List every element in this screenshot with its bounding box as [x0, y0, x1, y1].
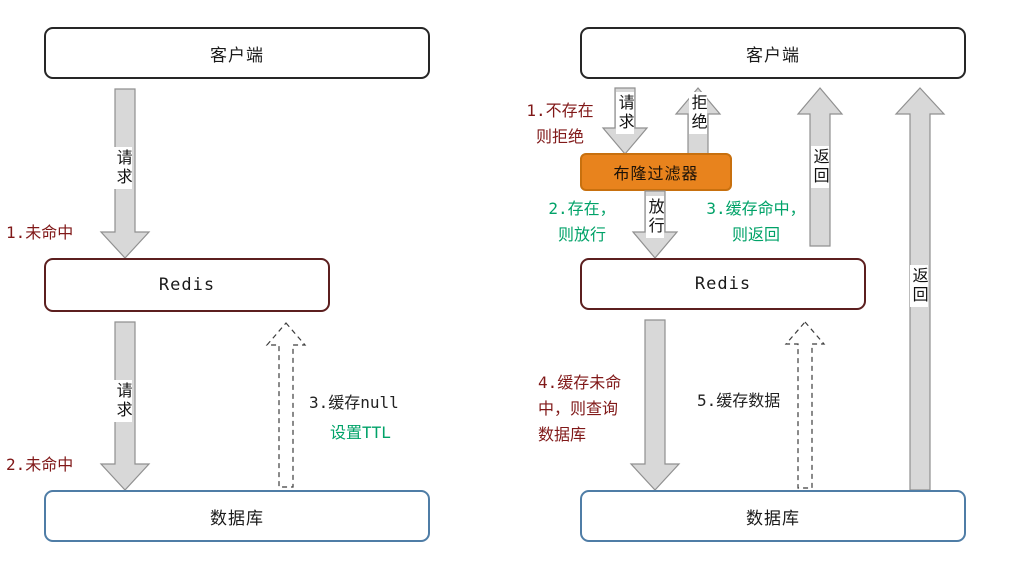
left-cache-null-dashed-arrow	[265, 322, 307, 488]
right-return-from-redis-label: 返回	[810, 146, 830, 188]
left-request-label-1: 请求	[113, 147, 133, 189]
left-redis-node: Redis	[44, 258, 330, 312]
right-step3-cache-hit-label: 3.缓存命中， 则返回	[706, 199, 806, 244]
right-step1-not-exist-label: 1.不存在 则拒绝	[526, 101, 594, 146]
right-step5-cache-data-label: 5.缓存数据	[697, 391, 781, 410]
left-step2-miss-label: 2.未命中	[6, 455, 74, 474]
right-redis-node: Redis	[580, 258, 866, 310]
left-step3-cache-null-label: 3.缓存null	[309, 393, 399, 412]
right-pass-label: 放行	[645, 196, 665, 238]
right-query-db-arrow	[629, 319, 681, 491]
right-bloom-filter-node: 布隆过滤器	[580, 153, 732, 191]
right-reject-label: 拒绝	[688, 92, 708, 134]
right-cache-data-dashed-arrow	[784, 321, 826, 489]
right-step2-exist-label: 2.存在， 则放行	[548, 199, 616, 244]
left-database-node: 数据库	[44, 490, 430, 542]
left-request-label-2: 请求	[113, 380, 133, 422]
left-step3-set-ttl-label: 设置TTL	[330, 423, 391, 442]
right-return-from-db-label: 返回	[909, 265, 929, 307]
right-database-node: 数据库	[580, 490, 966, 542]
right-step4-cache-miss-label: 4.缓存未命 中，则查询 数据库	[538, 373, 622, 444]
left-client-node: 客户端	[44, 27, 430, 79]
right-request-label: 请求	[615, 92, 635, 134]
right-client-node: 客户端	[580, 27, 966, 79]
left-step1-miss-label: 1.未命中	[6, 223, 74, 242]
